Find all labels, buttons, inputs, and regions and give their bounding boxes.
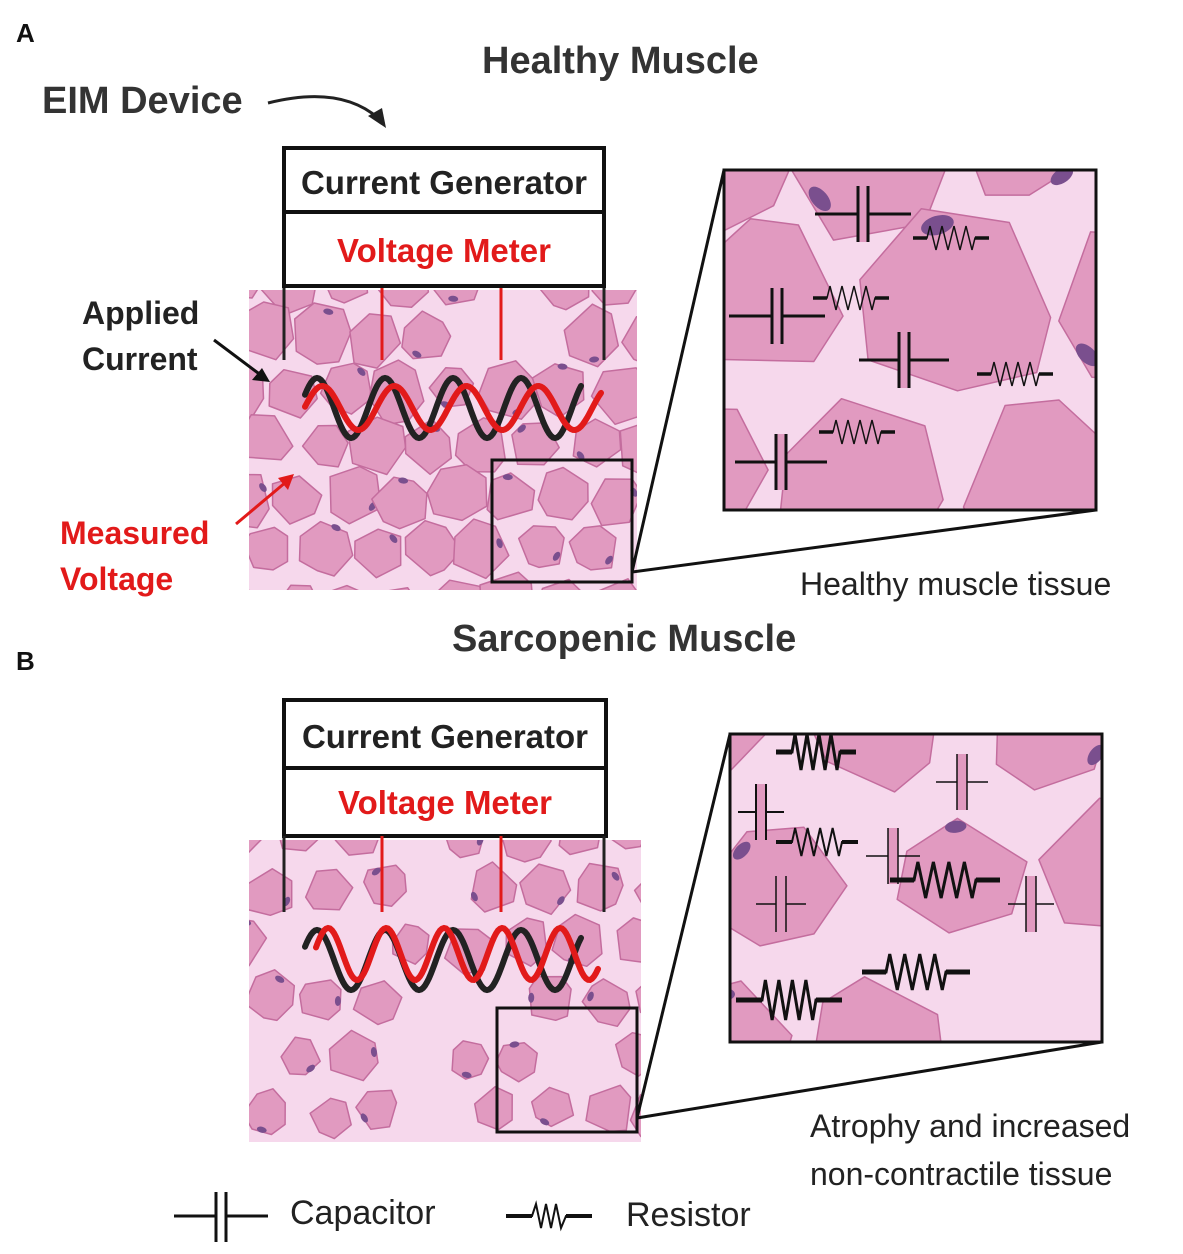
sarcopenic-tissue-zoom [730, 734, 1102, 1042]
sarcopenic-tissue-section [249, 840, 641, 1142]
muscle-cell [577, 864, 623, 911]
capacitor-legend-icon [174, 1192, 268, 1242]
panel-b-caption-line2: non-contractile tissue [810, 1156, 1113, 1192]
nucleus [388, 533, 399, 545]
nucleus [638, 400, 649, 412]
nucleus [646, 978, 658, 987]
applied-current-line2: Current [82, 341, 198, 377]
muscle-cell [636, 979, 677, 1020]
muscle-cell [216, 589, 259, 632]
panel-b-caption-line1: Atrophy and increased [810, 1108, 1131, 1144]
muscle-cell [355, 529, 401, 578]
nucleus [461, 1071, 472, 1079]
muscle-cell [215, 254, 263, 298]
panel-b-caption: Atrophy and increased non-contractile ti… [810, 1102, 1130, 1198]
muscle-cell [273, 585, 323, 628]
nucleus [398, 477, 409, 484]
muscle-cell [372, 477, 427, 529]
applied-current-label: Applied Current [82, 290, 199, 382]
nucleus [305, 1063, 317, 1074]
measured-voltage-label: Measured Voltage [60, 510, 209, 602]
nucleus [652, 1048, 659, 1058]
healthy-tissue-section [249, 290, 637, 590]
muscle-cell [427, 465, 487, 521]
nucleus [641, 357, 652, 364]
muscle-cell [300, 522, 353, 576]
muscle-cell [300, 980, 341, 1020]
muscle-cell [471, 862, 516, 912]
nucleus [356, 366, 367, 377]
current-generator-box-a: Current Generator [282, 146, 606, 214]
nucleus [256, 1126, 267, 1134]
nucleus [222, 830, 231, 842]
nucleus [757, 700, 773, 727]
healthy-tissue-zoom [723, 170, 1095, 510]
muscle-cell [402, 311, 451, 359]
nucleus [470, 891, 480, 903]
nucleus [589, 356, 600, 363]
nucleus [820, 656, 848, 684]
muscle-cell [364, 865, 406, 906]
muscle-cell [322, 586, 368, 633]
measured-voltage-line1: Measured [60, 515, 210, 551]
nucleus [330, 523, 342, 533]
muscle-cell [219, 475, 269, 528]
muscle-cell [310, 1098, 351, 1138]
nucleus [610, 870, 621, 882]
nucleus [359, 612, 369, 624]
zoom-line [630, 169, 726, 573]
muscle-cell [631, 1093, 682, 1137]
eim-device-label: EIM Device [42, 80, 243, 122]
nucleus [240, 326, 246, 336]
nucleus [274, 974, 286, 984]
muscle-cell [306, 870, 353, 910]
nucleus [370, 1047, 377, 1058]
voltage-meter-label-b: Voltage Meter [338, 784, 552, 821]
nucleus [556, 895, 567, 907]
nucleus [376, 602, 383, 612]
resistor-legend-label: Resistor [626, 1196, 751, 1234]
panel-a-letter: A [16, 18, 35, 48]
nucleus [575, 450, 586, 462]
applied-current-line1: Applied [82, 295, 200, 331]
nucleus [411, 349, 423, 359]
panel-b-title: Sarcopenic Muscle [452, 618, 797, 660]
voltage-meter-label-a: Voltage Meter [337, 232, 551, 269]
panel-b-letter: B [16, 646, 35, 676]
nucleus [219, 274, 226, 284]
nucleus [586, 991, 595, 1002]
muscle-cell [350, 314, 400, 368]
nucleus [359, 1112, 369, 1124]
current-generator-label-a: Current Generator [300, 164, 588, 201]
muscle-cell [330, 467, 381, 524]
nucleus [528, 993, 534, 1003]
voltage-meter-box-b: Voltage Meter [282, 766, 608, 838]
muscle-cell [243, 527, 288, 570]
muscle-cell [405, 521, 461, 576]
muscle-cell [612, 808, 650, 849]
zoom-line [635, 733, 732, 1119]
nucleus [448, 295, 458, 302]
current-generator-label-b: Current Generator [301, 718, 589, 755]
muscle-cell [330, 1030, 379, 1080]
muscle-cell [452, 1041, 488, 1079]
panel-a-title: Healthy Muscle [482, 40, 759, 82]
current-generator-box-b: Current Generator [282, 698, 608, 770]
muscle-cell [295, 303, 351, 364]
nucleus [557, 363, 568, 370]
nucleus [335, 996, 341, 1006]
measured-voltage-line2: Voltage [60, 561, 174, 597]
voltage-meter-box-a: Voltage Meter [282, 210, 606, 288]
panel-a-caption: Healthy muscle tissue [800, 566, 1112, 602]
nucleus [371, 866, 383, 877]
capacitor-legend-label: Capacitor [290, 1194, 436, 1232]
muscle-cell [529, 977, 571, 1021]
resistor-legend-icon [506, 1200, 592, 1232]
nucleus [323, 308, 334, 316]
nucleus [232, 365, 242, 371]
muscle-cell [376, 588, 421, 633]
muscle-cell [209, 362, 264, 420]
